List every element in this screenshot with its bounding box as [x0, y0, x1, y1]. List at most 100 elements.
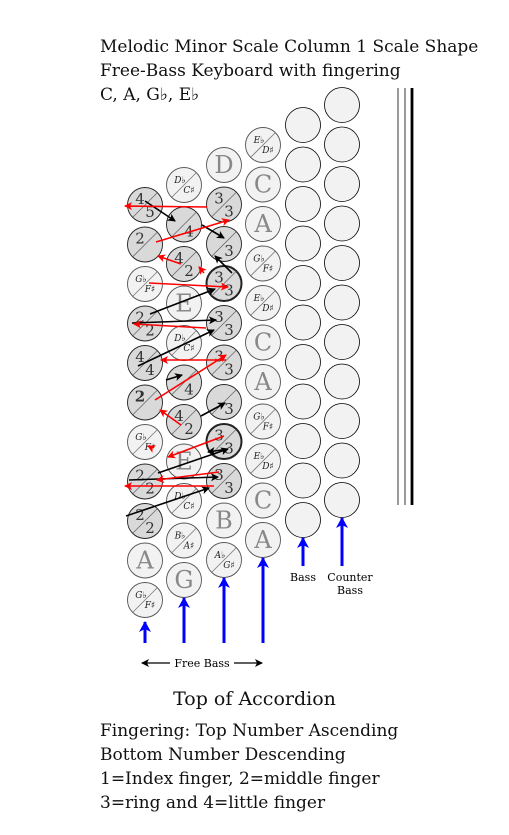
column-4-button-1: A: [245, 522, 281, 558]
note-a-label: A: [135, 547, 154, 575]
ascending-finger: 2: [135, 230, 145, 248]
flat-label: E♭: [253, 136, 265, 146]
flat-label: D♭: [173, 176, 185, 186]
ascending-arrow-1: [125, 486, 210, 517]
bass-button-11: [285, 107, 321, 143]
column-1-button-11: 45: [127, 187, 163, 223]
counter-bass-button-10: [324, 126, 360, 163]
counter-bass-button-1: [324, 482, 360, 518]
flat-label: B♭: [174, 532, 186, 542]
ascending-arrow-3: [157, 447, 229, 474]
sharp-label: F♯: [144, 443, 156, 453]
column-3-button-8: 33: [205, 265, 243, 302]
ascending-finger: 2: [135, 309, 145, 327]
sharp-label: G♯: [223, 561, 235, 571]
column-3-button-10: 33: [206, 186, 242, 223]
flat-label: A♭: [214, 551, 226, 561]
descending-finger: 2: [145, 480, 155, 498]
note-e-label: E: [175, 448, 193, 476]
ascending-finger: 3: [214, 427, 224, 445]
descending-finger: 3: [224, 361, 234, 379]
sharp-label: C♯: [183, 186, 194, 196]
column-3-button-1: A♭G♯: [206, 542, 242, 578]
column-4-button-11: E♭D♯: [245, 127, 281, 163]
counter-bass-button-8: [324, 205, 360, 242]
title-line-3: C, A, G♭, E♭: [100, 85, 200, 105]
column-2-button-4: E: [166, 443, 202, 480]
treble-edge-lines: [397, 88, 414, 505]
column-1-button-2: A: [127, 542, 163, 579]
note-b-label: B: [215, 507, 233, 535]
footnote-line-2: Bottom Number Descending: [100, 745, 346, 765]
note-d-label: D: [214, 151, 233, 179]
flat-label: D♭: [173, 492, 185, 502]
descending-arrow-17: [159, 409, 182, 426]
descending-finger: 3: [224, 282, 234, 300]
column-2-button-8: E: [166, 285, 202, 322]
sharp-label: C♯: [183, 344, 194, 354]
bass-button-10: [285, 146, 321, 183]
footnote-line-1: Fingering: Top Number Ascending: [100, 721, 399, 741]
column-3-button-7: 33: [206, 305, 242, 341]
ascending-finger: 4: [135, 348, 145, 366]
column-3-button-11: D: [206, 147, 242, 183]
ascending-finger: 3: [214, 269, 224, 287]
ascending-finger: 4: [174, 249, 184, 267]
counter-bass-button-5: [324, 324, 360, 360]
column-4-button-10: C: [245, 166, 281, 203]
bass-button-1: [285, 502, 321, 538]
column-4-button-2: C: [245, 482, 281, 519]
descending-finger: 3: [224, 321, 234, 339]
column-3-button-6: 33: [206, 344, 242, 381]
column-4-button-9: A: [245, 206, 281, 242]
descending-finger: 3: [224, 440, 234, 458]
sharp-label: D♯: [261, 304, 274, 314]
column-1-button-8: 22: [127, 305, 163, 342]
ascending-arrow-10: [214, 255, 233, 274]
title-line-1: Melodic Minor Scale Column 1 Scale Shape: [100, 37, 479, 57]
counter-bass-button-3: [324, 403, 360, 439]
flat-label: G♭: [253, 413, 264, 423]
descending-finger: 4: [145, 361, 155, 379]
sharp-label: D♯: [261, 146, 274, 156]
flat-label: G♭: [135, 275, 146, 285]
column-1-button-10: 2: [127, 226, 163, 263]
note-c-label: C: [254, 171, 272, 199]
descending-arrow-23: [157, 254, 182, 265]
note-c-label: C: [254, 329, 272, 357]
descending-arrow-14: [156, 471, 220, 484]
ascending-finger: 2: [135, 388, 145, 406]
bass-button-4: [285, 383, 321, 420]
descending-arrow-18: [154, 354, 227, 401]
flat-label: G♭: [135, 591, 146, 601]
fingering-arrows: [124, 200, 233, 517]
bass-button-6: [285, 304, 321, 341]
column-2-button-3: D♭C♯: [166, 483, 202, 519]
counter-bass-button-4: [324, 363, 360, 400]
counter-bass-button-6: [324, 284, 360, 321]
ascending-finger: 2: [135, 506, 145, 524]
column-1-button-9: G♭F♯: [127, 266, 163, 302]
descending-finger: 2: [184, 262, 194, 280]
ascending-arrow-9: [149, 287, 216, 315]
descending-finger: 5: [145, 203, 155, 221]
descending-finger: 3: [224, 400, 234, 418]
flat-label: D♭: [173, 334, 185, 344]
ascending-finger: 4: [174, 407, 184, 425]
descending-arrow-25: [124, 202, 208, 211]
descending-arrow-24: [155, 218, 230, 243]
column-2-button-1: G: [166, 562, 202, 598]
ascending-arrow-7: [137, 329, 215, 367]
ascending-arrow-6: [165, 373, 183, 381]
note-g-label: G: [174, 566, 193, 594]
descending-finger: 4: [184, 381, 194, 399]
column-2-button-5: 42: [166, 404, 202, 440]
footnote-line-3: 1=Index finger, 2=middle finger: [100, 769, 380, 789]
ascending-arrow-8: [131, 316, 217, 325]
note-e-label: E: [175, 290, 193, 318]
column-1-button-1: G♭F♯: [127, 582, 163, 618]
indicators: [139, 517, 348, 643]
column-2-button-2: B♭A♯: [166, 522, 202, 559]
